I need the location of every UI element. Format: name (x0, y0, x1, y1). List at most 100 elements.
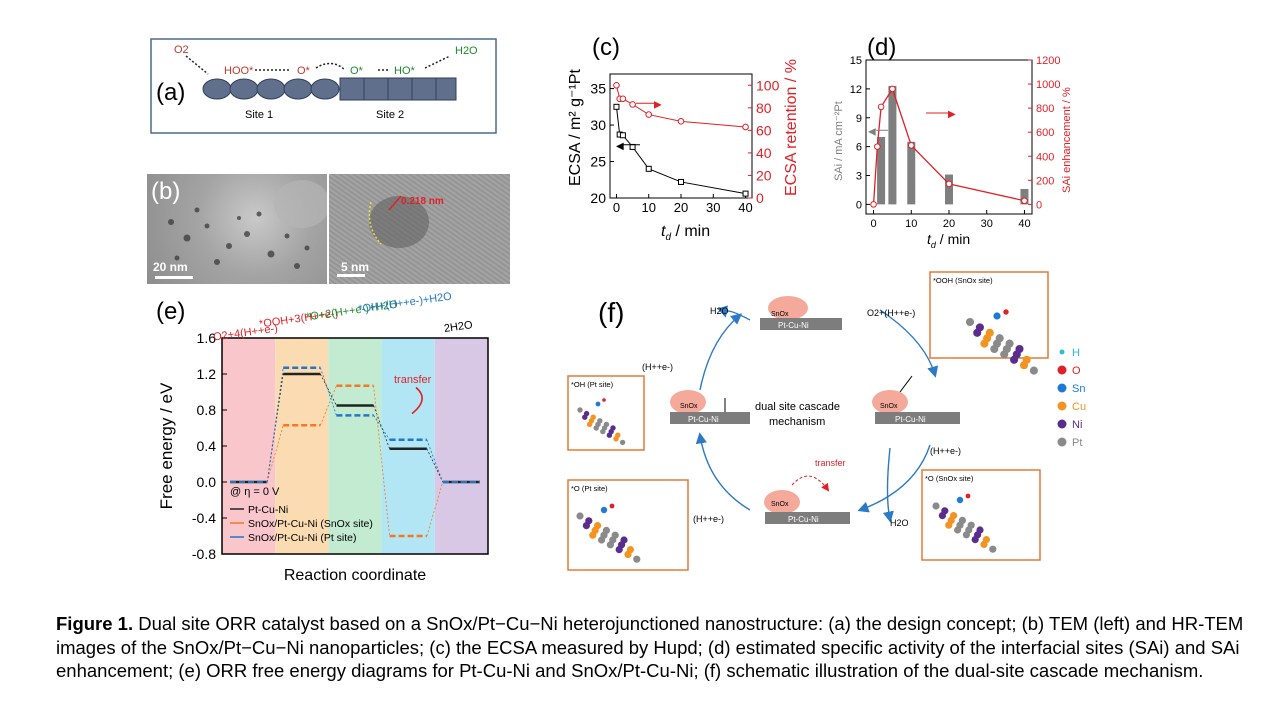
slab-atom (624, 550, 632, 558)
y-right-tick-label: 600 (1036, 127, 1054, 139)
svg-text:transfer: transfer (815, 458, 846, 468)
slab-atom (598, 536, 606, 544)
y-right-tick-label: 1200 (1036, 55, 1060, 67)
state-band (328, 338, 382, 554)
cascade-mechanism-diagram: (f) SnOx Pt-Cu-Ni SnOx Pt-Cu-Ni (567, 271, 1086, 571)
slab-atom (1029, 366, 1038, 375)
svg-text:Pt-Cu-Ni: Pt-Cu-Ni (788, 515, 819, 524)
y-left-axis-label: ECSA / m² g⁻¹Pt (567, 69, 584, 186)
y-right-tick-label: 0 (1036, 199, 1042, 211)
legend-atom-label: Sn (1072, 383, 1085, 395)
slab-atom (990, 344, 999, 354)
free-energy-chart: -0.8-0.40.00.40.81.21.6O2+4(H++e-)*OOH+3… (157, 290, 489, 584)
svg-text:(H++e-): (H++e-) (693, 514, 724, 524)
x-tick-label: 0 (870, 218, 876, 230)
y-left-tick-label: 20 (590, 190, 606, 206)
panel-a-letter: (a) (156, 79, 185, 106)
legend-atom-ni (1057, 419, 1067, 429)
y-tick-label: 0.0 (197, 474, 217, 490)
legend-label: SnOx/Pt-Cu-Ni (SnOx site) (248, 518, 373, 530)
right-axis-arrowhead: ▶ (654, 99, 662, 110)
connector (320, 385, 337, 426)
legend-atom-label: Ni (1072, 419, 1082, 431)
slab-atom (619, 439, 626, 446)
transfer-label: transfer (394, 374, 432, 386)
svg-text:O2+(H++e-): O2+(H++e-) (867, 308, 915, 318)
slab-atom (1010, 355, 1019, 364)
figure-caption: Figure 1. Dual site ORR catalyst based o… (56, 612, 1246, 683)
panel-e-letter: (e) (156, 298, 186, 325)
slab-atom (633, 555, 641, 563)
slab-atom (582, 522, 590, 530)
connector (320, 373, 337, 406)
slab-atom (989, 545, 997, 553)
data-point (629, 101, 636, 108)
lattice-spacing: 0.218 nm (401, 196, 444, 207)
state-band (434, 338, 488, 554)
connector (320, 367, 337, 416)
y-left-axis-label: SAi / mA cm⁻²Pt (833, 101, 845, 181)
y-right-axis-label: ECSA retention / % (783, 59, 800, 196)
left-axis-arrowhead: ◀ (616, 141, 624, 152)
x-tick-label: 10 (905, 218, 917, 230)
y-tick-label: 1.6 (197, 330, 217, 346)
data-point (645, 165, 652, 172)
scale-bar-left: 20 nm (153, 260, 188, 274)
hrtem-particle (337, 195, 429, 277)
slab-atom (932, 502, 940, 510)
slab-atom (600, 428, 606, 435)
svg-text:H2O: H2O (710, 306, 729, 316)
x-axis-label: td / min (661, 223, 710, 243)
legend-atom-pt (1057, 437, 1067, 447)
data-point (619, 132, 626, 139)
panel-f: (f) SnOx Pt-Cu-Ni SnOx Pt-Cu-Ni (560, 270, 1120, 580)
ho-label: HO* (394, 65, 416, 77)
y-left-tick-label: 3 (856, 171, 862, 183)
data-point (870, 201, 877, 208)
state-label: *OH+(H++e-)+H2O (358, 292, 453, 316)
site2-label: Site 2 (376, 109, 404, 121)
caption-text: Dual site ORR catalyst based on a SnOx/P… (56, 613, 1244, 681)
panel-b-letter: (b) (151, 178, 181, 205)
slab-atom (577, 407, 583, 413)
legend-atom-h (1059, 349, 1065, 355)
slab-atom (606, 432, 613, 438)
site1-label: Site 1 (245, 109, 273, 121)
y-left-tick-label: 25 (590, 154, 606, 170)
y-tick-label: -0.4 (192, 510, 216, 526)
slab-atom (1019, 361, 1029, 370)
connector (373, 385, 390, 537)
y-right-tick-label: 800 (1036, 103, 1054, 115)
x-tick-label: 20 (674, 200, 688, 215)
connector (373, 415, 390, 440)
y-right-tick-label: 400 (1036, 151, 1054, 163)
legend-atom-label: Cu (1072, 401, 1086, 413)
o-label-site1: O* (297, 65, 311, 77)
y-right-tick-label: 200 (1036, 175, 1054, 187)
node-bottom: SnOx Pt-Cu-Ni (764, 475, 850, 524)
data-point (742, 190, 749, 197)
connector (266, 367, 284, 483)
tem-particles (155, 180, 327, 279)
legend-label: Pt-Cu-Ni (248, 504, 288, 516)
slab-atom (589, 531, 597, 539)
slab-atom (615, 546, 623, 554)
data-point (945, 180, 953, 188)
bar (877, 137, 886, 205)
slab-atom (971, 536, 979, 544)
y-left-tick-label: 15 (850, 55, 862, 67)
panel-f-letter: (f) (598, 297, 624, 328)
y-tick-label: 0.8 (197, 402, 217, 418)
legend-atom-o (1057, 365, 1067, 375)
slab-atom (576, 512, 584, 520)
svg-text:SnOx: SnOx (771, 501, 789, 508)
transfer-arrow (411, 386, 423, 415)
bar (907, 141, 916, 205)
x-tick-label: 30 (706, 200, 720, 215)
center-label-2: mechanism (769, 416, 825, 428)
hoo-label: HOO* (224, 65, 254, 77)
